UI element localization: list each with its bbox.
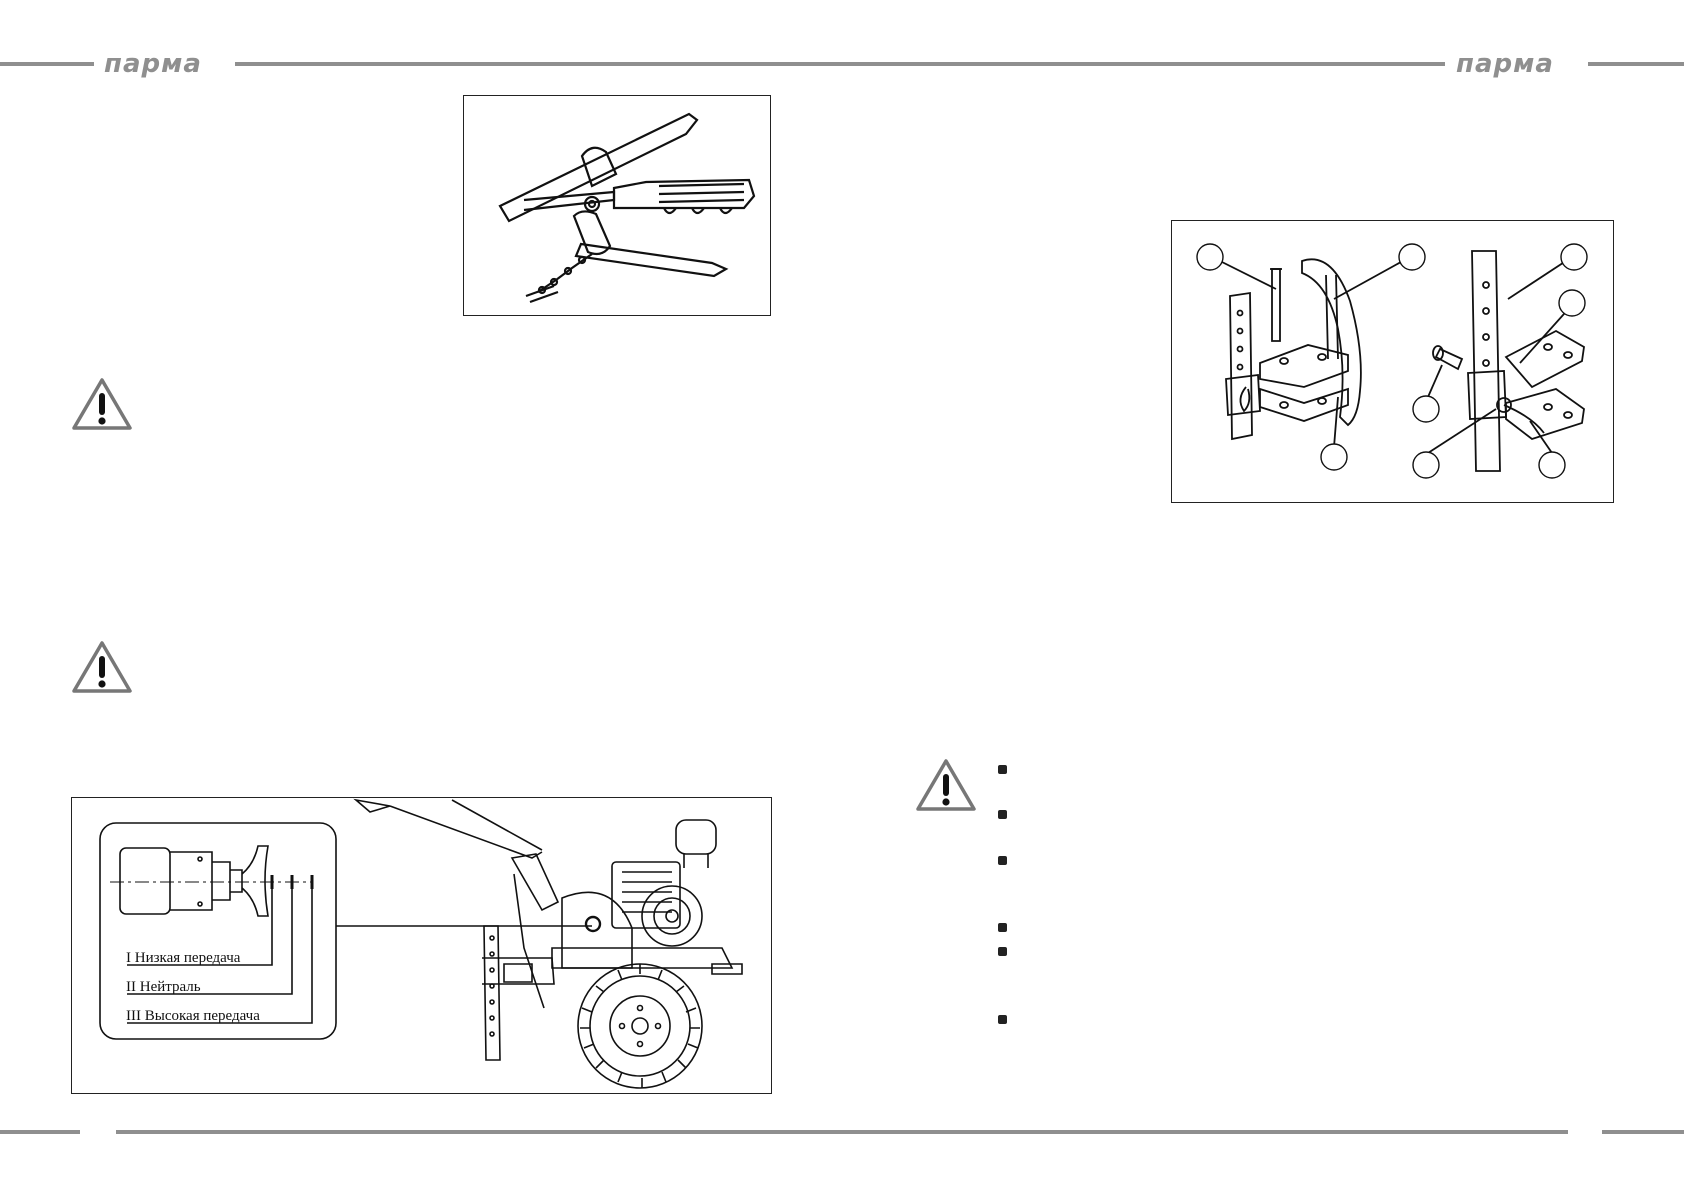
hitch-figure bbox=[1171, 220, 1614, 503]
gear-inset-box bbox=[99, 822, 337, 1040]
footer-rule-center bbox=[116, 1130, 1568, 1134]
bullet-marker bbox=[998, 923, 1007, 932]
callout-8 bbox=[1538, 451, 1566, 479]
bullet-marker bbox=[998, 1015, 1007, 1024]
bullet-marker bbox=[998, 765, 1007, 774]
gear-legend-high: III Высокая передача bbox=[126, 1008, 260, 1024]
bullet-marker bbox=[998, 810, 1007, 819]
hitch-assembly-illustration bbox=[1196, 243, 1588, 479]
callout-4 bbox=[1560, 243, 1588, 271]
footer-rule-right bbox=[1602, 1130, 1684, 1134]
warning-triangle-icon bbox=[916, 759, 976, 811]
callout-3 bbox=[1320, 443, 1348, 471]
gearbox-figure: I Низкая передача II Нейтраль III Высока… bbox=[71, 797, 772, 1094]
header-rule-right bbox=[1588, 62, 1684, 66]
footer-rule-left bbox=[0, 1130, 80, 1134]
callout-1 bbox=[1196, 243, 1224, 271]
warning-triangle-icon bbox=[72, 378, 132, 430]
warning-icon-2 bbox=[70, 639, 134, 695]
brand-logo-right: парма bbox=[1456, 49, 1554, 79]
warning-triangle-icon bbox=[72, 641, 132, 693]
pliers-illustration bbox=[498, 112, 756, 304]
header-rule-left-b bbox=[235, 62, 1445, 66]
warning-icon-1 bbox=[70, 376, 134, 432]
tiller-machine-drawing bbox=[353, 798, 743, 1089]
gear-legend-low: I Низкая передача bbox=[126, 950, 241, 966]
callout-6 bbox=[1412, 395, 1440, 423]
callout-5 bbox=[1558, 289, 1586, 317]
callout-7 bbox=[1412, 451, 1440, 479]
brand-logo-left: парма bbox=[104, 49, 202, 79]
bullet-marker bbox=[998, 947, 1007, 956]
callout-2 bbox=[1398, 243, 1426, 271]
gear-legend-neutral: II Нейтраль bbox=[126, 979, 201, 995]
bullet-marker bbox=[998, 856, 1007, 865]
warning-icon-3 bbox=[914, 757, 978, 813]
gear-selector-illustration: I Низкая передача II Нейтраль III Высока… bbox=[99, 798, 743, 1089]
pliers-figure bbox=[463, 95, 771, 316]
header-rule-left-a bbox=[0, 62, 94, 66]
